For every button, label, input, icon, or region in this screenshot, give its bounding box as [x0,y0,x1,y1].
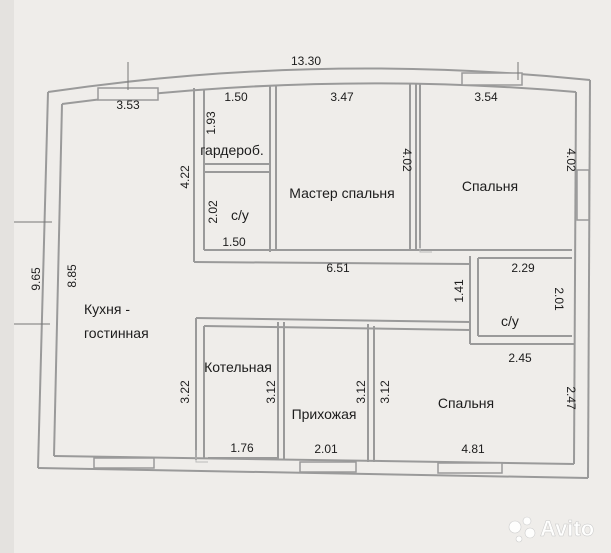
room-bedroom2-label: Спальня [438,395,494,411]
dim-left-top: 3.53 [116,98,140,112]
room-bedroom1-label: Спальня [462,178,518,194]
room-hall-label: Прихожая [292,406,357,422]
dimension-ticks [14,62,519,325]
dim-wc2-height: 2.01 [552,287,566,311]
avito-watermark: Avito [508,516,594,543]
dim-wardrobe-column-height: 4.22 [178,165,192,189]
dim-kitchen-height: 8.85 [65,264,79,288]
dim-wardrobe-top: 1.50 [224,90,248,104]
dim-bedroom2-bottom: 4.81 [461,442,485,456]
dim-wc1-height: 2.02 [206,200,220,224]
dim-master-height: 4.02 [400,148,414,172]
avito-logo-icon [508,516,536,543]
room-kitchen-label-line1: Кухня - [84,301,130,317]
dim-corridor-height: 1.41 [452,279,466,303]
dim-wc2-width: 2.29 [511,261,535,275]
dim-hall-left-height: 3.12 [354,380,368,404]
dim-hall-bottom: 2.01 [314,442,338,456]
windows [93,72,590,474]
room-boiler-label: Котельная [204,359,272,375]
dim-boiler-height: 3.12 [264,380,278,404]
dim-overall-height: 9.65 [29,267,43,291]
dim-bedroom2-right: 2.47 [564,386,578,410]
door-swings [195,240,432,463]
dim-bedroom-top: 3.54 [474,90,498,104]
room-wc1-label: с/у [231,207,249,223]
dim-bedroom-height: 4.02 [564,148,578,172]
avito-watermark-text: Avito [540,516,594,541]
dim-boiler-outer: 3.22 [178,380,192,404]
dim-boiler-bottom: 1.76 [230,441,254,455]
dim-corridor-width: 6.51 [326,261,350,275]
dim-wardrobe-height: 1.93 [204,111,218,135]
dim-master-top: 3.47 [330,90,354,104]
paper-edge [0,0,14,553]
dim-bedroom2-height-left: 3.12 [378,380,392,404]
room-wc2-label: с/у [501,313,519,329]
dim-overall-width: 13.30 [291,54,321,68]
dim-bedroom2-top: 2.45 [508,351,532,365]
room-kitchen-label-line2: гостинная [84,325,149,341]
room-master-label: Мастер спальня [289,185,394,201]
room-wardrobe-label: гардероб. [200,142,264,158]
interior-walls [193,84,574,462]
dim-wc1-bottom: 1.50 [222,235,246,249]
